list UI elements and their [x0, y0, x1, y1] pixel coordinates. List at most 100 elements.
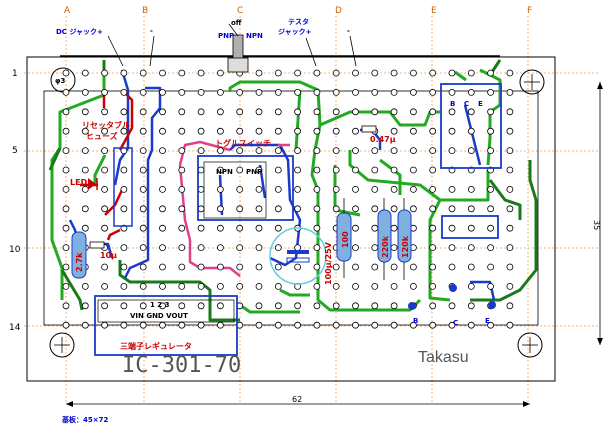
- resistor-2-7k-label: 2.7k: [75, 252, 84, 272]
- board-hole: [467, 127, 475, 135]
- board-hole: [255, 147, 263, 155]
- board-hole: [197, 185, 205, 193]
- part-number: IC-301-70: [122, 353, 241, 378]
- board-hole: [139, 69, 147, 77]
- board-hole: [506, 185, 514, 193]
- board-hole: [159, 89, 166, 96]
- board-hole: [294, 89, 302, 96]
- off-pointer: [228, 23, 239, 37]
- board-hole: [120, 302, 128, 310]
- board-hole: [409, 89, 417, 96]
- board-hole: [467, 108, 475, 116]
- board-hole: [390, 282, 398, 290]
- board-hole: [352, 205, 359, 213]
- board-hole: [313, 69, 321, 77]
- board-hole: [390, 321, 398, 329]
- board-hole: [390, 147, 398, 155]
- board-hole: [255, 69, 263, 77]
- col-label-c: C: [237, 6, 243, 16]
- board-hole: [255, 282, 263, 290]
- board-hole: [274, 127, 282, 135]
- board-hole: [467, 69, 475, 77]
- board-hole: [178, 224, 186, 232]
- board-hole: [506, 244, 514, 252]
- board-hole: [159, 282, 166, 290]
- tester-jack-label-2: ジャック+: [278, 27, 312, 36]
- pin-c-label: C: [453, 319, 458, 327]
- board-hole: [101, 282, 108, 290]
- board-hole: [429, 244, 437, 252]
- col-label-d: D: [335, 6, 342, 16]
- board-hole: [236, 89, 244, 96]
- board-hole: [255, 302, 263, 310]
- board-hole: [216, 244, 224, 252]
- electrolytic-cap-plate-2: [286, 257, 310, 263]
- board-hole: [81, 69, 89, 77]
- board-hole: [255, 108, 263, 116]
- board-hole: [178, 89, 186, 96]
- board-hole: [506, 224, 514, 232]
- board-hole: [274, 147, 282, 155]
- board-hole: [371, 205, 379, 213]
- board-hole: [101, 69, 108, 77]
- board-hole: [390, 263, 398, 271]
- board-hole: [216, 282, 224, 290]
- regulator-pin-names: VIN GND VOUT: [130, 312, 188, 320]
- board-hole: [390, 302, 398, 310]
- board-hole: [467, 321, 475, 329]
- board-hole: [81, 127, 89, 135]
- board-hole: [236, 205, 244, 213]
- board-hole: [120, 282, 128, 290]
- board-hole: [313, 282, 321, 290]
- board-hole: [255, 321, 263, 329]
- board-hole: [197, 127, 205, 135]
- board-hole: [62, 302, 70, 310]
- board-hole: [139, 224, 147, 232]
- electrolytic-cap-outline: [269, 227, 327, 285]
- board-hole: [429, 224, 437, 232]
- board-hole: [313, 205, 321, 213]
- board-hole: [429, 321, 437, 329]
- mount-hole-tr: [519, 69, 545, 95]
- toggle-switch-outline: [197, 155, 294, 221]
- board-hole: [487, 263, 495, 271]
- board-hole: [139, 127, 147, 135]
- board-hole: [159, 302, 166, 310]
- board-hole: [467, 147, 475, 155]
- dc-jack-label: DC ジャック+: [56, 27, 103, 36]
- board-hole: [313, 263, 321, 271]
- board-hole: [236, 108, 244, 116]
- pin-e-label: E: [485, 317, 490, 325]
- board-hole: [236, 244, 244, 252]
- board-hole: [216, 69, 224, 77]
- board-hole: [101, 263, 108, 271]
- board-hole: [506, 89, 514, 96]
- board-hole: [429, 166, 437, 174]
- board-hole: [409, 166, 417, 174]
- board-hole: [197, 302, 205, 310]
- board-hole: [120, 244, 128, 252]
- toggle-npn-label: NPN: [216, 168, 233, 176]
- fuse-outline: [113, 147, 133, 227]
- board-hole: [390, 166, 398, 174]
- board-hole: [332, 302, 340, 310]
- board-hole: [62, 263, 70, 271]
- board-hole: [487, 185, 495, 193]
- board-hole: [429, 263, 437, 271]
- board-hole: [506, 69, 514, 77]
- board-hole: [197, 69, 205, 77]
- board-hole: [332, 263, 340, 271]
- phi3-label: φ3: [55, 77, 65, 85]
- board-hole: [429, 302, 437, 310]
- board-hole: [274, 89, 282, 96]
- board-hole: [139, 282, 147, 290]
- board-hole: [352, 282, 359, 290]
- board-hole: [294, 147, 302, 155]
- board-hole: [236, 282, 244, 290]
- board-hole: [429, 147, 437, 155]
- board-hole: [81, 321, 89, 329]
- pin-b-label: B: [413, 317, 418, 325]
- width-dimension-value: 62: [292, 395, 302, 404]
- npn-label: NPN: [246, 32, 263, 40]
- board-hole: [101, 205, 108, 213]
